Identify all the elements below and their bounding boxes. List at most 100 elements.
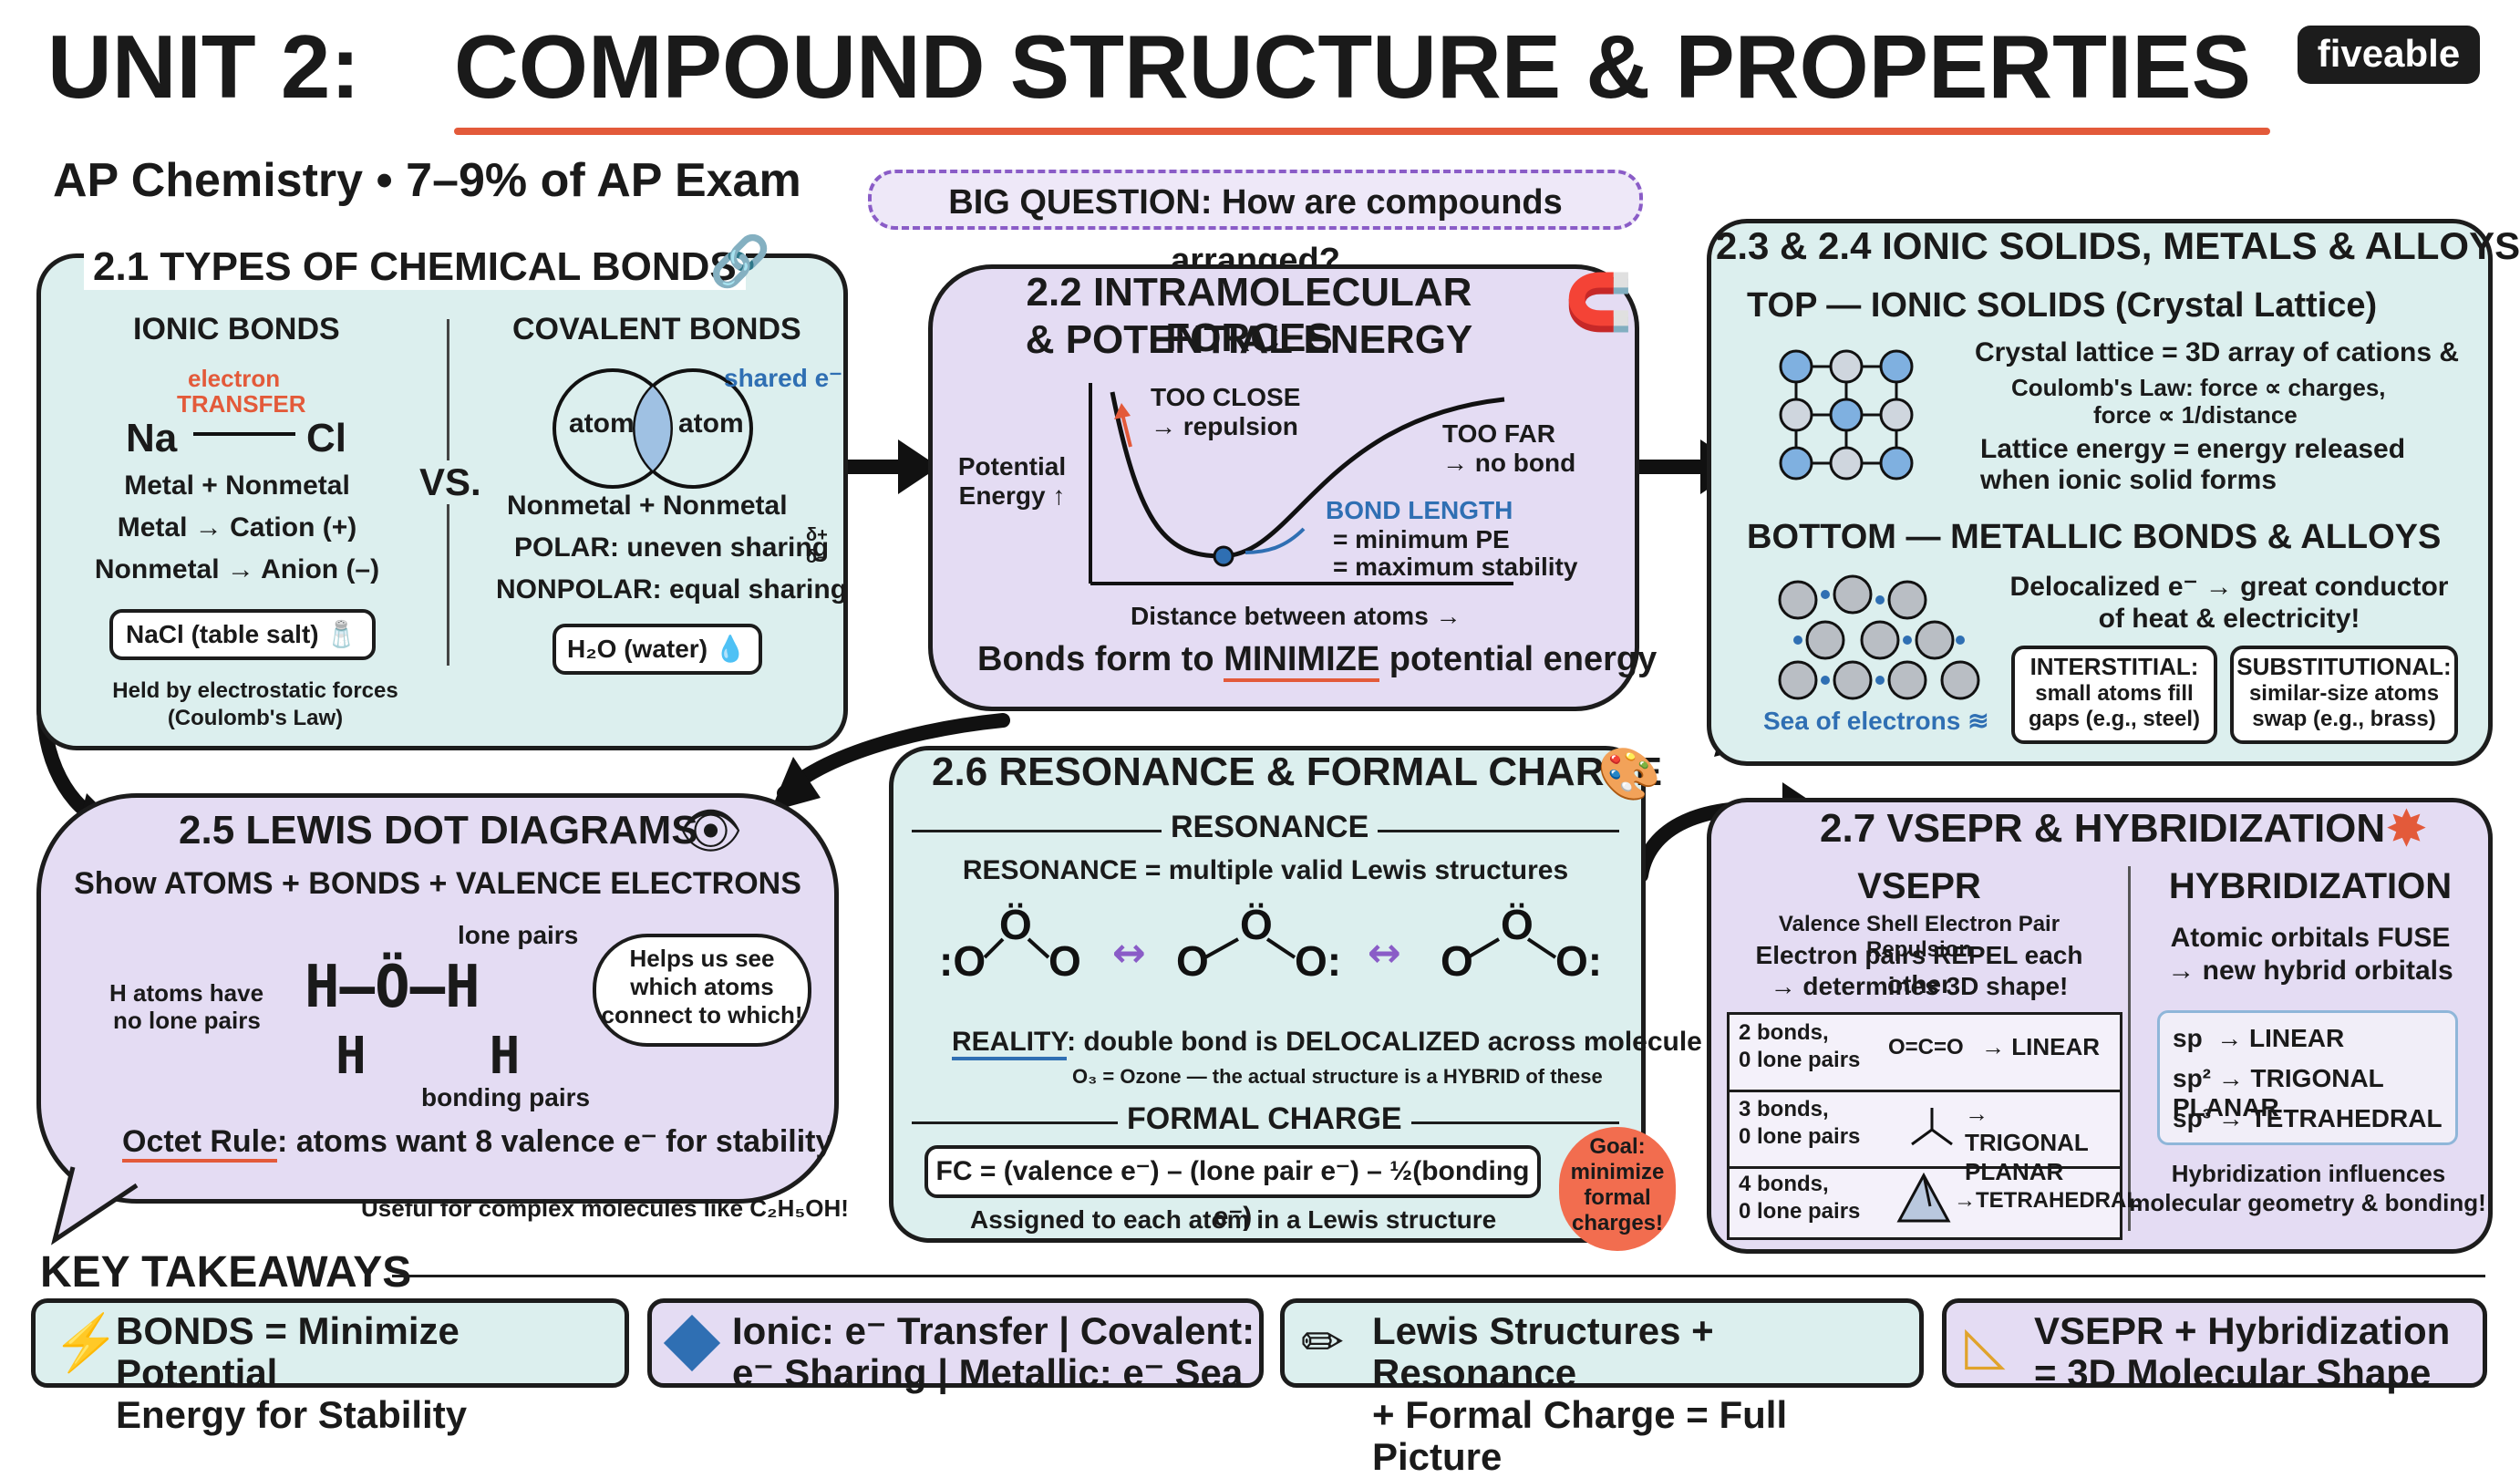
pencil-icon: ✏ [1301, 1313, 1344, 1370]
transfer-label: TRANSFER [177, 390, 306, 418]
diamond-icon [663, 1314, 721, 1372]
reality-term: REALITY [952, 1027, 1068, 1060]
column-divider [2128, 866, 2131, 1231]
takeaway-line-1: Ionic: e⁻ Transfer | Covalent: [732, 1309, 1255, 1352]
covalent-example: H₂O (water) 💧 [553, 624, 762, 675]
svg-text:O:: O: [1555, 937, 1602, 985]
covalent-line-2: POLAR: uneven sharing [514, 532, 830, 563]
hybridization-line-1: Atomic orbitals FUSE [2170, 923, 2451, 953]
coulomb-note-2: (Coulomb's Law) [167, 706, 344, 730]
row-bonds: 3 bonds, [1739, 1097, 1829, 1121]
ionic-example: NaCl (table salt) 🧂 [109, 609, 376, 660]
goal-line-2: minimize [1570, 1160, 1665, 1184]
vs-label: VS. [419, 460, 481, 504]
lattice-line-4: Lattice energy = energy released [1980, 434, 2406, 464]
takeaways-rule [392, 1275, 2485, 1277]
formal-charge-heading: FORMAL CHARGE [1118, 1101, 1411, 1137]
takeaway-card: ◺ VSEPR + Hybridization= 3D Molecular Sh… [1942, 1298, 2487, 1394]
section-title: 2.5 LEWIS DOT DIAGRAMS [179, 808, 698, 853]
row-lone-pairs: 0 lone pairs [1739, 1124, 1861, 1149]
interstitial-heading: INTERSTITIAL: [2029, 653, 2199, 680]
section-title: 2.7 VSEPR & HYBRIDIZATION [1820, 806, 2386, 851]
covalent-example-label: H₂O (water) [567, 635, 708, 663]
water-lewis-structure: H–Ö–H [305, 954, 480, 1021]
takeaway-card: ✏ Lewis Structures + Resonance+ Formal C… [1280, 1298, 1924, 1478]
section-title: 2.3 & 2.4 IONIC SOLIDS, METALS & ALLOYS [1716, 224, 2520, 267]
metallic-heading: BOTTOM — METALLIC BONDS & ALLOYS [1747, 518, 2442, 556]
h-note-2: no lone pairs [113, 1007, 261, 1034]
hybrid-orbital-box: sp → LINEAR sp² → TRIGONAL PLANAR sp³ → … [2157, 1010, 2458, 1145]
useful-note: Useful for complex molecules like C₂H₅OH… [361, 1194, 849, 1222]
sp2-row: sp² → TRIGONAL PLANAR [2173, 1064, 2384, 1121]
title-underline [454, 128, 2270, 135]
takeaway-line-1: BONDS = Minimize Potential [116, 1309, 460, 1394]
formal-charge-formula: FC = (valence e⁻) – (lone pair e⁻) – ½(b… [924, 1145, 1541, 1232]
row-shape: →TETRAHEDRAL [1954, 1188, 2140, 1213]
ionic-example-label: NaCl (table salt) [126, 620, 319, 648]
section-title-line-1: 2.2 INTRAMOLECULAR FORCES [1026, 270, 1472, 360]
salt-shaker-icon: 🧂 [325, 620, 358, 648]
ionic-heading: IONIC BONDS [133, 312, 340, 346]
section-title-line-2: & POTENTIAL ENERGY [1025, 317, 1473, 362]
lone-pairs-label: lone pairs [458, 921, 579, 949]
vsepr-line-2: → determines 3D shape! [1770, 972, 2069, 1000]
vsepr-full-name: Valence Shell Electron Pair Repulsion [1778, 912, 2060, 962]
potential-energy-curve [1089, 383, 1513, 585]
tetrahedral-molecule-icon [1896, 1172, 1951, 1223]
crystal-lattice-diagram [1779, 349, 1914, 481]
ozone-resonance-structures: :OÖO OÖO: OÖO: ↔ ↔ [939, 901, 1602, 985]
takeaway-card: Ionic: e⁻ Transfer | Covalent:e⁻ Sharing… [647, 1298, 1264, 1394]
table-row: 2 bonds, 0 lone pairs O=C=O → LINEAR [1730, 1015, 2120, 1092]
atom-right-label: atom [678, 408, 744, 439]
lattice-line-3: force ∝ 1/distance [2093, 401, 2298, 429]
too-far-label-2: → no bond [1442, 449, 1576, 477]
bonding-pairs-label: bonding pairs [421, 1083, 591, 1111]
interstitial-box: INTERSTITIAL: small atoms fill gaps (e.g… [2011, 646, 2217, 744]
ionic-line-3: Nonmetal → Anion (–) [94, 554, 380, 584]
formal-charge-note: Assigned to each atom in a Lewis structu… [970, 1205, 1497, 1234]
table-row: 4 bonds, 0 lone pairs →TETRAHEDRAL [1730, 1166, 2140, 1237]
row-shape: → LINEAR [1981, 1033, 2100, 1060]
pe-footer-minimize: MINIMIZE [1224, 640, 1380, 682]
svg-text:↔: ↔ [1112, 930, 1146, 977]
row-molecule: O=C=O [1888, 1035, 1964, 1059]
takeaway-line-2: e⁻ Sharing | Metallic: e⁻ Sea [732, 1351, 1244, 1394]
interstitial-line-2: gaps (e.g., steel) [2028, 707, 2201, 731]
svg-text:Ö: Ö [999, 901, 1032, 948]
cl-symbol: Cl [306, 416, 346, 460]
lattice-line-1: Crystal lattice = 3D array of cations & [1975, 337, 2460, 367]
thought-bubble: Helps us see which atoms connect to whic… [593, 934, 811, 1047]
trigonal-molecule-icon [1911, 1108, 1953, 1146]
octet-rule: Octet Rule: atoms want 8 valence e⁻ for … [122, 1123, 832, 1163]
bubble-line-3: connect to which! [601, 1001, 803, 1028]
section-title: 2.6 RESONANCE & FORMAL CHARGE [932, 749, 1663, 794]
shared-electron-label: shared e⁻ [724, 364, 842, 392]
row-shape: → TRIGONAL PLANAR [1965, 1100, 2089, 1185]
triangle-ruler-icon: ◺ [1965, 1316, 2006, 1375]
substitutional-box: SUBSTITUTIONAL: similar-size atoms swap … [2230, 646, 2458, 744]
goal-line-4: charges! [1571, 1211, 1664, 1235]
page-subtitle: AP Chemistry • 7–9% of AP Exam [53, 154, 801, 207]
takeaway-line-2: Energy for Stability [116, 1393, 468, 1436]
coulomb-note-1: Held by electrostatic forces [112, 678, 398, 703]
lattice-line-5: when ionic solid forms [1980, 465, 2277, 495]
svg-text::O: :O [939, 937, 986, 985]
goal-line-3: formal [1584, 1185, 1651, 1210]
water-drop-icon: 💧 [714, 635, 747, 663]
pe-axis-label-1: Potential [957, 452, 1067, 481]
takeaway-line-1: Lewis Structures + Resonance [1372, 1309, 1714, 1394]
sea-of-electrons-label: Sea of electrons ≋ [1763, 707, 1989, 735]
takeaway-line-2: + Formal Charge = Full Picture [1372, 1393, 1788, 1478]
page-title: COMPOUND STRUCTURE & PROPERTIES [454, 16, 2252, 117]
eye-icon: 👁 [678, 801, 744, 859]
reality-line: REALITY: double bond is DELOCALIZED acro… [952, 1027, 1702, 1060]
metal-lattice-diagram [1778, 574, 1980, 700]
lewis-subtitle: Show ATOMS + BONDS + VALENCE ELECTRONS [74, 866, 801, 901]
vsepr-heading: VSEPR [1857, 866, 1981, 906]
takeaway-text: Lewis Structures + Resonance+ Formal Cha… [1372, 1310, 1919, 1478]
brand-logo: fiveable [2298, 26, 2480, 84]
transfer-arrow-icon [193, 432, 295, 436]
sp3-row: sp³ → TETRAHEDRAL [2173, 1104, 2443, 1132]
magnet-icon: 🧲 [1565, 272, 1633, 333]
